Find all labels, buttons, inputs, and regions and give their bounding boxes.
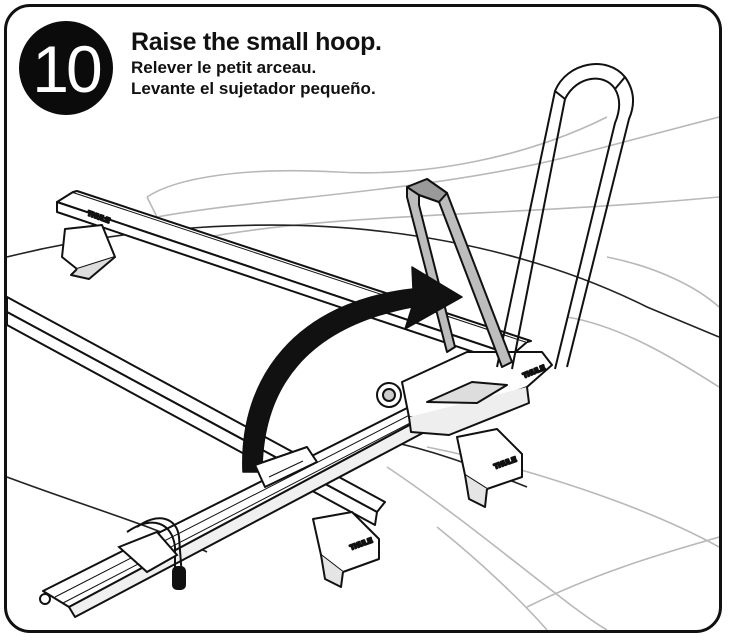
- small-hoop: [406, 178, 513, 368]
- step-number-badge: 10: [19, 21, 113, 115]
- instruction-panel: 10 Raise the small hoop. Relever le peti…: [4, 4, 722, 633]
- instruction-title-english: Raise the small hoop.: [131, 28, 382, 56]
- step-number: 10: [32, 32, 102, 106]
- raise-arrow: [242, 266, 463, 473]
- rack-mount-housing: THULE: [376, 351, 553, 436]
- wheel-strap: [117, 517, 186, 590]
- large-hoop: [496, 63, 635, 370]
- tray-jaw: [254, 446, 318, 488]
- instruction-title-french: Relever le petit arceau.: [131, 58, 317, 77]
- instruction-headings: Raise the small hoop. Relever le petit a…: [131, 27, 382, 99]
- front-foot: THULE: [312, 511, 380, 588]
- bike-rack-illustration: THULE THULE THULE: [7, 63, 719, 630]
- right-foot: THULE: [456, 428, 523, 508]
- instruction-title-spanish: Levante el sujetador pequeño.: [131, 79, 376, 98]
